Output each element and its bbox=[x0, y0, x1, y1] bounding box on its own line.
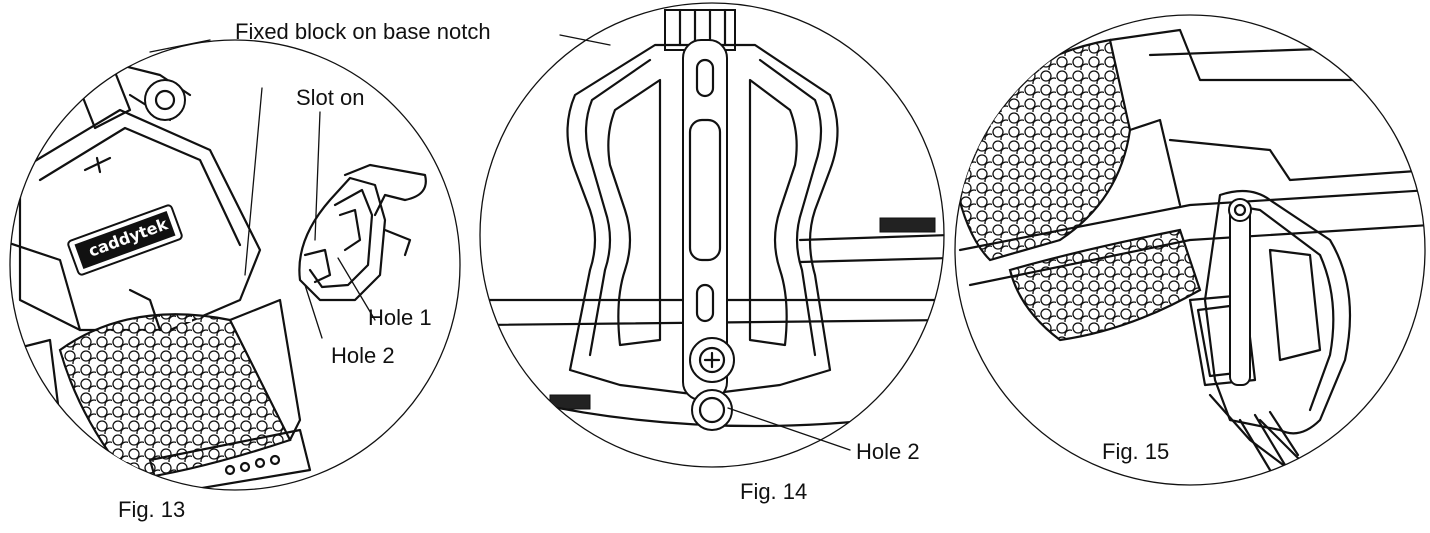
fig13-leader-lines bbox=[149, 34, 611, 339]
fig13-fixed-block-label: Fixed block on base notch bbox=[235, 19, 491, 44]
fig13-hole1-label: Hole 1 bbox=[368, 305, 432, 330]
fig15-installed-drawing bbox=[955, 28, 1425, 472]
fig13-cart-drawing bbox=[10, 58, 312, 490]
fig15-detail-circle bbox=[954, 14, 1426, 486]
fig13-hole2-label: Hole 2 bbox=[331, 343, 395, 368]
fig14-hole2-label: Hole 2 bbox=[856, 439, 920, 464]
fig13-cage-part bbox=[298, 163, 427, 302]
fig15-caption: Fig. 15 bbox=[1102, 439, 1170, 464]
fig13-caption: Fig. 13 bbox=[118, 497, 186, 522]
fig14-cage-drawing bbox=[480, 8, 944, 431]
fig14-leader-lines bbox=[727, 407, 851, 451]
fig14-caption: Fig. 14 bbox=[740, 479, 808, 504]
fig13-slot-label: Slot on bbox=[296, 85, 365, 110]
fig13-detail-circle bbox=[9, 39, 461, 491]
